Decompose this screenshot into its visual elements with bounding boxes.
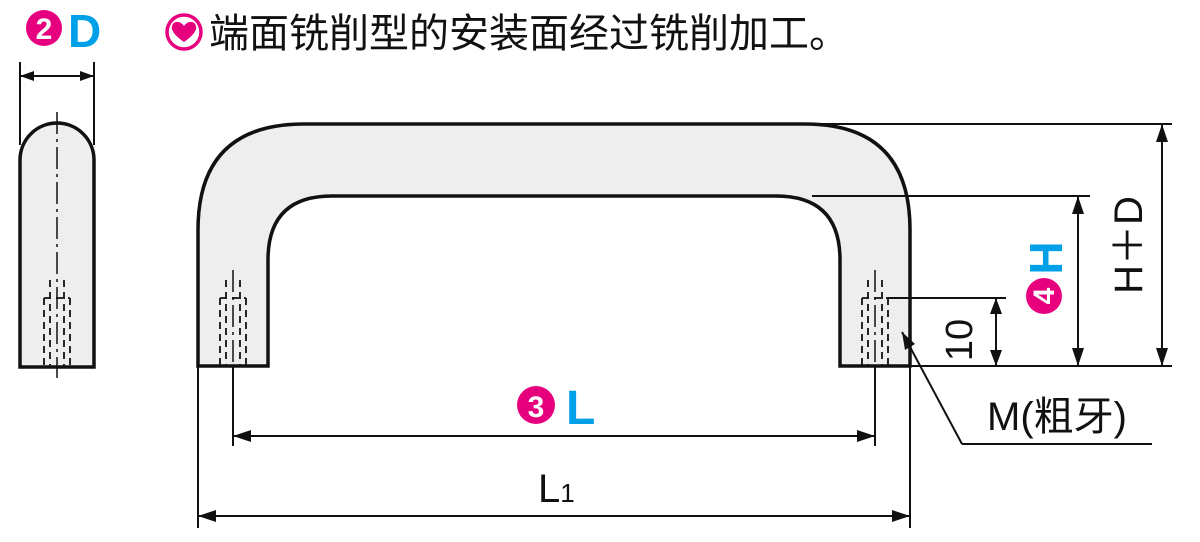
l-arrow-right <box>857 430 875 442</box>
ten-arrow-top <box>990 298 1002 314</box>
l1-subscript: 1 <box>560 478 574 508</box>
h-arrow-top <box>1072 196 1084 214</box>
hd-arrow-bottom <box>1156 348 1168 366</box>
h-letter: H <box>1020 241 1072 274</box>
l-dimension: 3 L <box>232 366 876 446</box>
l-number: 3 <box>528 391 545 424</box>
thread-label: M(粗牙) <box>987 395 1127 439</box>
ten-arrow-bottom <box>990 350 1002 366</box>
d-arrow-left <box>20 71 34 81</box>
h-number-badge <box>1026 278 1062 314</box>
l1-arrow-right <box>892 510 910 522</box>
l1-main: L <box>538 467 560 511</box>
thread-leader-arrow <box>902 332 915 350</box>
l-letter: L <box>566 382 595 435</box>
l-number-badge <box>517 386 555 424</box>
d-number: 2 <box>36 13 53 46</box>
l1-label: L1 <box>538 467 575 511</box>
handle-body <box>196 122 912 368</box>
h-number: 4 <box>1028 287 1061 304</box>
d-letter: D <box>68 5 101 57</box>
header-note-text: 端面铣削型的安装面经过铣削加工。 <box>209 12 849 56</box>
hd-arrow-top <box>1156 124 1168 142</box>
hd-dimension: H＋D <box>818 123 1172 367</box>
front-view <box>196 122 912 378</box>
ten-dimension: 10 <box>888 297 1006 366</box>
thread-callout: M(粗牙) <box>901 331 1152 445</box>
side-view <box>18 62 96 378</box>
l-arrow-left <box>233 430 251 442</box>
h-dimension: 4 H <box>812 195 1090 366</box>
thread-leader-line <box>901 331 963 445</box>
l1-dimension: L1 <box>197 366 911 528</box>
pink-circle-heart-icon <box>165 13 203 51</box>
hd-label: H＋D <box>1107 196 1151 294</box>
d-number-badge <box>26 10 62 46</box>
header-note: 端面铣削型的安装面经过铣削加工。 <box>165 12 849 56</box>
d-label: 2 D <box>26 5 101 57</box>
d-arrow-right <box>80 71 94 81</box>
h-arrow-bottom <box>1072 348 1084 366</box>
l1-arrow-left <box>198 510 216 522</box>
ten-label: 10 <box>939 319 981 361</box>
